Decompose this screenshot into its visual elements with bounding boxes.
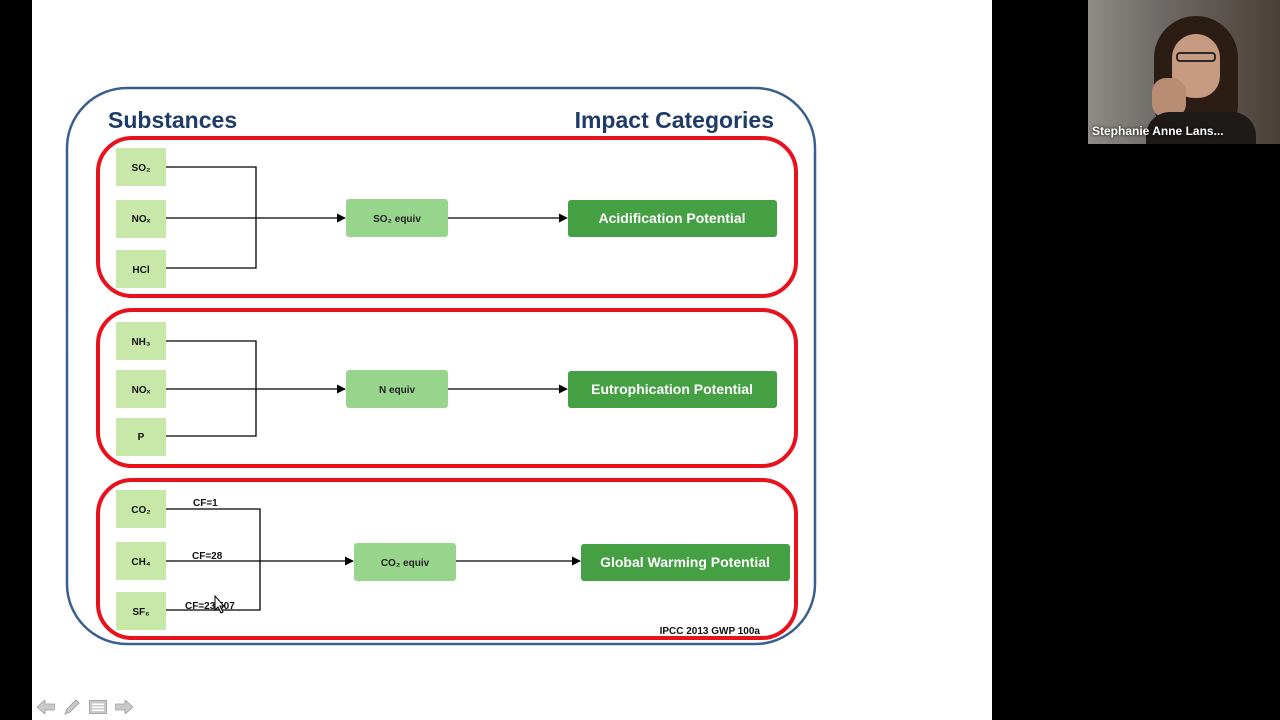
equivalent-label: N equiv [379,385,416,396]
substance-label: SF₆ [132,607,149,618]
impact-categories-heading: Impact Categories [575,107,774,133]
arrow-right-icon [115,700,133,714]
group-eutrophication: NH₃ NOₓ P N equiv Eutrophication Potenti… [96,308,798,468]
participant-name: Stephanie Anne Lans... [1092,124,1224,138]
substance-box [116,542,166,580]
characterization-factor: CF=1 [193,498,218,509]
pen-tool-button[interactable] [62,697,82,717]
substance-box [116,250,166,288]
substance-label: HCl [132,265,149,276]
highlight-frame-acidification [96,136,798,298]
group-acidification: SO₂ NOₓ HCl SO₂ equiv Acidification Pote… [96,136,798,298]
substance-label: P [138,432,145,443]
substance-box [116,370,166,408]
equivalent-label: CO₂ equiv [381,558,430,569]
characterization-factor: CF=23,507 [185,601,235,612]
mouse-cursor-icon [214,594,226,614]
category-label: Global Warming Potential [600,554,770,570]
substances-heading: Substances [108,107,237,133]
category-label: Eutrophication Potential [591,381,753,397]
connector-bracket [166,508,261,611]
previous-slide-button[interactable] [36,697,56,717]
substance-label: NH₃ [131,337,150,348]
category-label: Acidification Potential [598,210,745,226]
category-box [581,544,790,581]
substance-box [116,592,166,630]
equivalent-box [346,199,448,237]
category-box [568,200,777,237]
equivalent-box [354,543,456,581]
impact-diagram: Substances Impact Categories SO₂ NOₓ HCl… [65,86,817,646]
source-note: IPCC 2013 GWP 100a [660,626,761,637]
substance-label: CH₄ [131,557,150,568]
category-box [568,371,777,408]
characterization-factor: CF=28 [192,551,223,562]
pen-icon [64,699,80,715]
slideshow-controls [36,697,134,717]
substance-label: SO₂ [132,163,151,174]
substance-label: CO₂ [131,505,150,516]
highlight-frame-global-warming [96,478,798,640]
substance-box [116,148,166,186]
equivalent-box [346,370,448,408]
substance-box [116,418,166,456]
highlight-frame-eutrophication [96,308,798,468]
menu-icon [89,700,107,714]
substance-box [116,322,166,360]
group-global-warming: CO₂ CH₄ SF₆ CF=1 CF=28 CF=23,507 CO₂ equ… [96,478,798,640]
slide-menu-button[interactable] [88,697,108,717]
equivalent-label: SO₂ equiv [373,214,421,225]
substance-label: NOₓ [132,385,151,396]
presentation-slide: Substances Impact Categories SO₂ NOₓ HCl… [32,0,992,720]
substance-box [116,490,166,528]
next-slide-button[interactable] [114,697,134,717]
participant-video-tile[interactable]: Stephanie Anne Lans... [1088,0,1280,144]
arrow-left-icon [37,700,55,714]
substance-box [116,200,166,238]
substance-label: NOₓ [132,214,151,225]
